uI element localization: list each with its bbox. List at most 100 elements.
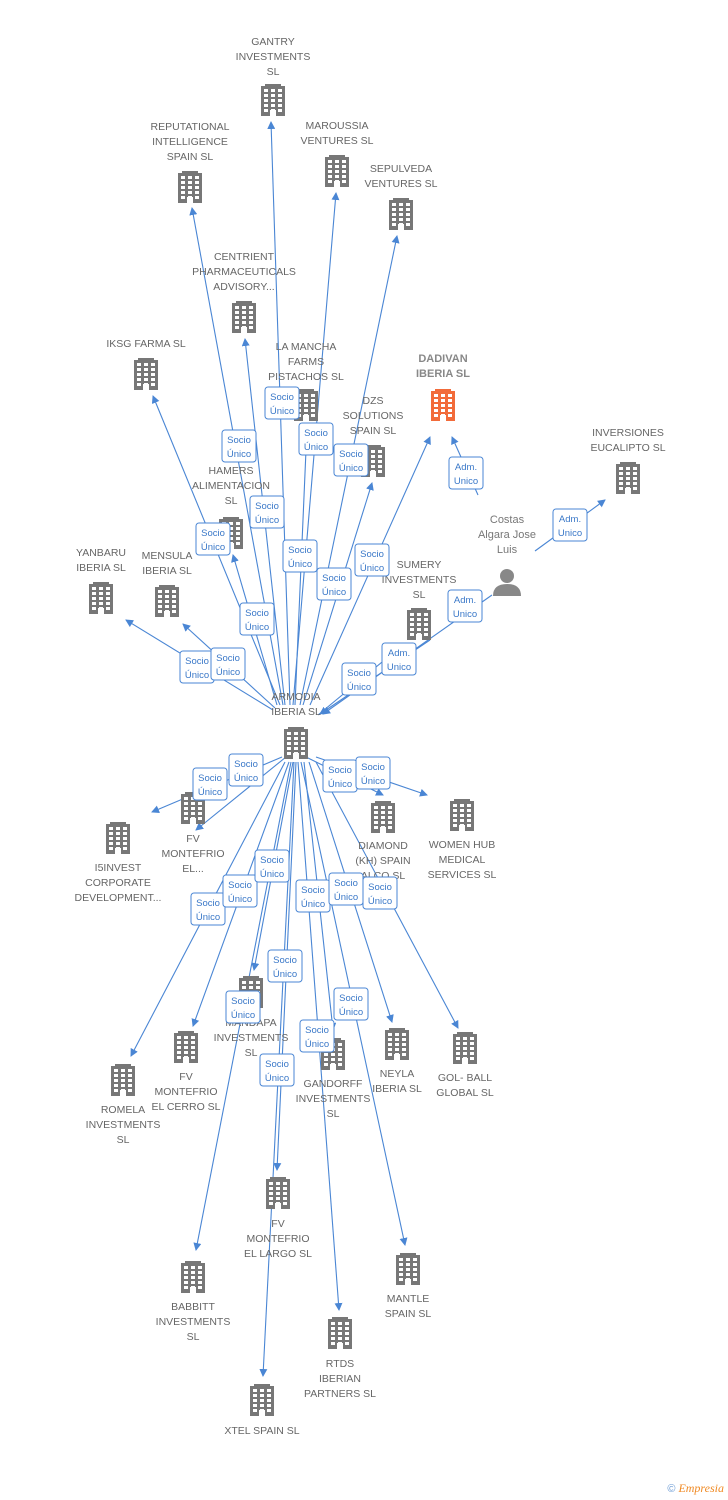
node-xtel[interactable]: XTEL SPAIN SL	[224, 1384, 300, 1437]
node-label: MONTEFRIO	[155, 1086, 218, 1098]
edge-label-text: Socio	[245, 608, 269, 619]
node-label: WOMEN HUB	[429, 839, 496, 851]
edge-label-text: Único	[234, 773, 258, 784]
edge-label-text: Único	[360, 563, 384, 574]
node-label: ROMELA	[101, 1104, 145, 1116]
node-label: MANTLE	[387, 1293, 430, 1305]
node-label: I5INVEST	[95, 862, 142, 874]
edge-label-text: Único	[339, 1007, 363, 1018]
node-label: SL	[245, 1047, 258, 1059]
edge-label-text: Adm.	[455, 462, 477, 473]
node-centrient[interactable]: CENTRIENTPHARMACEUTICALSADVISORY...	[192, 251, 296, 333]
edge-label-text: Único	[305, 1039, 329, 1050]
node-label: INVESTMENTS	[156, 1316, 231, 1328]
node-label: SERVICES SL	[428, 869, 497, 881]
node-label: SPAIN SL	[167, 151, 214, 163]
copyright-icon: ©	[667, 1483, 676, 1495]
node-label: SL	[225, 495, 238, 507]
edge-label-text: Socio	[328, 765, 352, 776]
node-label: ALIMENTACION	[192, 480, 270, 492]
node-label: INVESTMENTS	[382, 574, 457, 586]
node-label: PISTACHOS SL	[268, 371, 344, 383]
node-label: MEDICAL	[439, 854, 486, 866]
building-icon	[371, 801, 395, 833]
edge-label-text: Único	[270, 406, 294, 417]
edge-label-text: Socio	[228, 880, 252, 891]
node-label: NEYLA	[380, 1068, 414, 1080]
edge-label-text: Adm.	[454, 595, 476, 606]
edge-label-text: Socio	[368, 882, 392, 893]
node-womenhub[interactable]: WOMEN HUB MEDICAL SERVICES SL	[428, 799, 497, 881]
building-icon	[616, 462, 640, 494]
edge-costas-eucalipto-label[interactable]: Adm.Unico	[552, 508, 588, 542]
building-icon	[328, 1317, 352, 1349]
building-icon	[178, 171, 202, 203]
node-label: REPUTATIONAL	[151, 121, 230, 133]
node-label: INVESTMENTS	[214, 1032, 289, 1044]
node-label: VENTURES SL	[365, 178, 438, 190]
edge-costas-dadivan-label[interactable]: Adm.Unico	[448, 456, 484, 490]
edge-label-text: Único	[227, 449, 251, 460]
edge-sumery-armodia-label[interactable]: Adm.Unico	[381, 642, 417, 676]
building-icon	[431, 389, 455, 421]
node-label: BABBITT	[171, 1301, 215, 1313]
node-i5invest[interactable]: I5INVESTCORPORATEDEVELOPMENT...	[75, 822, 162, 904]
edge-label-text: Socio	[201, 528, 225, 539]
edge-label-text: Socio	[361, 762, 385, 773]
node-iksg[interactable]: IKSG FARMA SL	[106, 338, 186, 390]
node-label: YANBARU	[76, 547, 126, 559]
edge-costas-armodia-label[interactable]: Adm.Unico	[447, 589, 483, 623]
node-label: PARTNERS SL	[304, 1388, 376, 1400]
node-label: HAMERS	[209, 465, 254, 477]
